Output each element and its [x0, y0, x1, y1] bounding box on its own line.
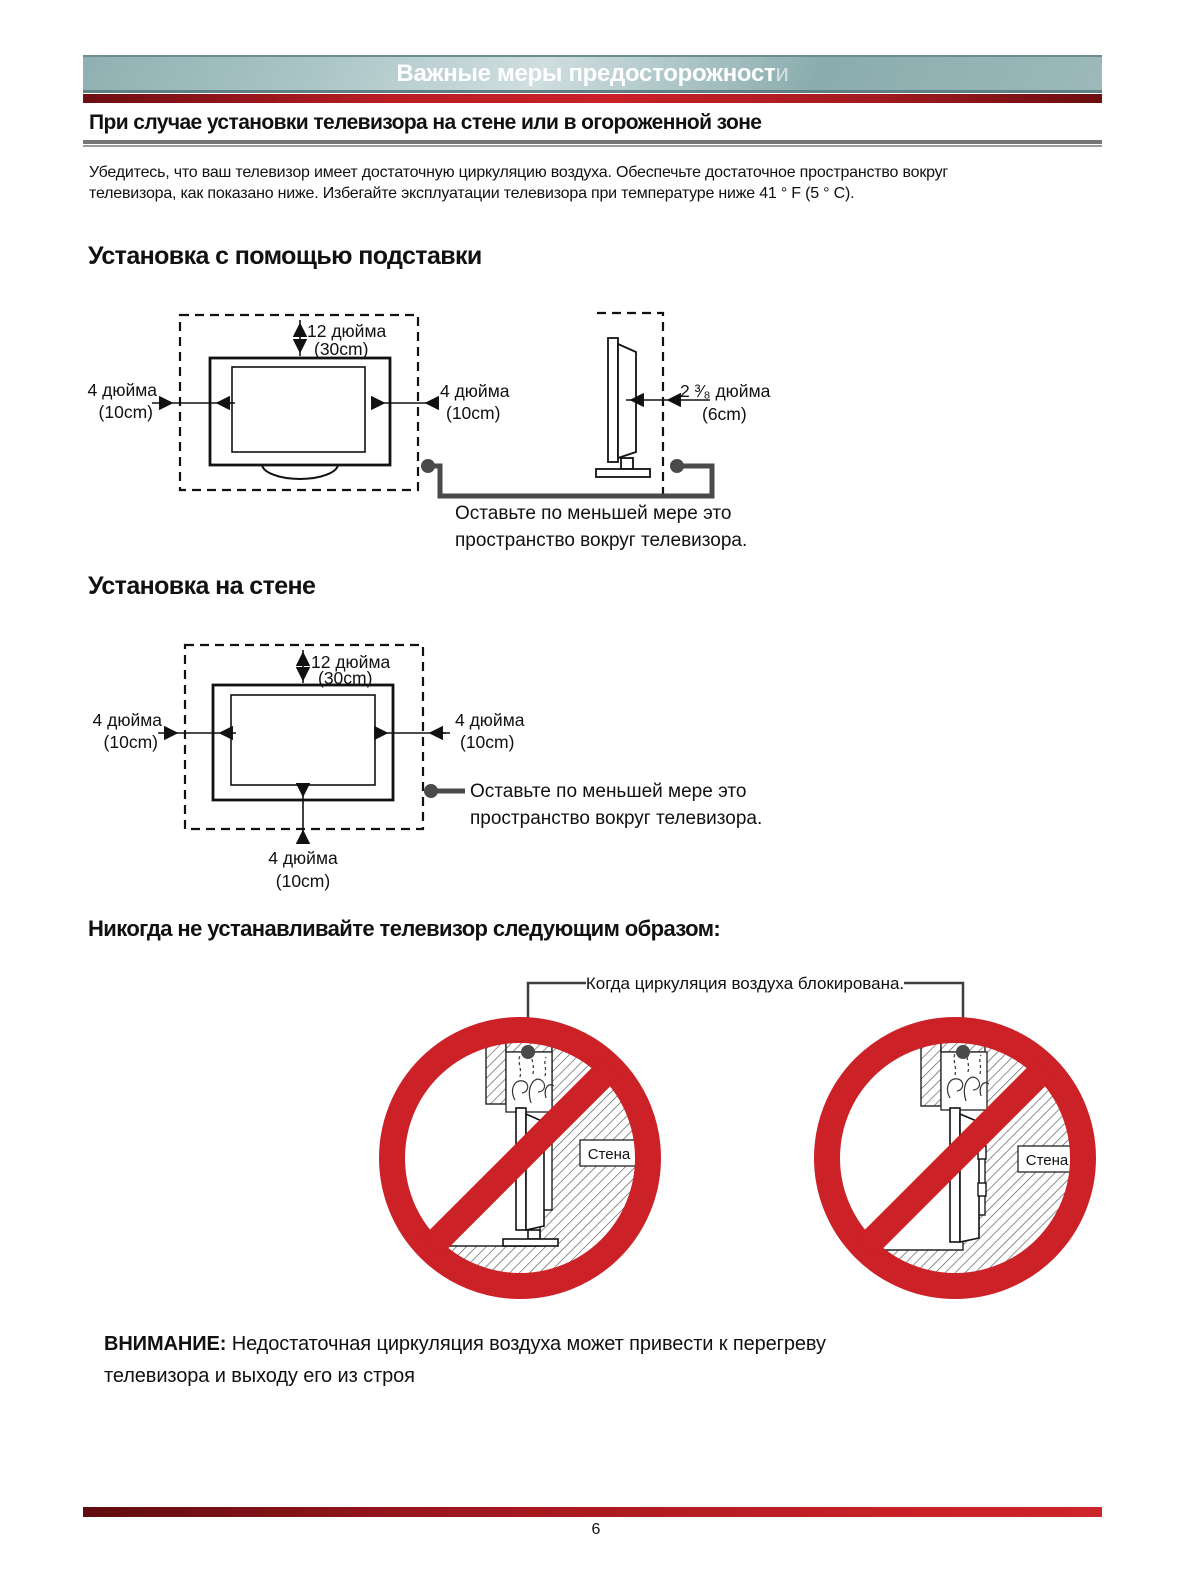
side-clearance-dashed-line [597, 311, 665, 497]
warning-note: ВНИМАНИЕ: Недостаточная циркуляция возду… [104, 1328, 1004, 1392]
side-clearance-metric: (6cm) [702, 404, 747, 424]
right-clearance-label: 4 дюйма [440, 381, 510, 401]
bottom-clearance-label: 4 дюйма [268, 848, 338, 868]
callout-dot-left [421, 459, 435, 473]
intro-line-2: телевизора, как показано ниже. Избегайте… [89, 185, 855, 202]
warning-text-1: Недостаточная циркуляция воздуха может п… [226, 1333, 826, 1355]
page-title: Важные меры предосторожности [396, 60, 788, 87]
top-clearance-metric: (30cm) [318, 668, 372, 688]
section-heading-rule [83, 140, 1102, 147]
blocked-label-dot [956, 1045, 970, 1059]
bottom-clearance-metric: (10cm) [276, 871, 330, 891]
warning-label: ВНИМАНИЕ: [104, 1333, 227, 1355]
prohibited-alcove-stand: Стена [379, 1017, 661, 1299]
stand-callout-line1: Оставьте по меньшей мере это [455, 503, 731, 524]
blocked-label-dot [521, 1045, 535, 1059]
top-clearance-label: 12 дюйма [307, 321, 386, 341]
intro-paragraph: Убедитесь, что ваш телевизор имеет доста… [89, 162, 1089, 204]
never-install-illustrations: Когда циркуляция воздуха блокирована. Ст… [379, 974, 1096, 1299]
blocked-airflow-label: Когда циркуляция воздуха блокирована. [586, 974, 904, 993]
tv-side-stand-base [595, 468, 651, 478]
stand-callout-line2: пространство вокруг телевизора. [455, 530, 747, 551]
left-clearance-label: 4 дюйма [88, 380, 158, 400]
prohibition-ring [379, 1017, 661, 1299]
tv-side-body [617, 342, 637, 460]
header-red-rule [83, 94, 1102, 103]
left-clearance-metric: (10cm) [104, 732, 158, 752]
mount-bracket-bottom [977, 1182, 987, 1197]
right-clearance-metric: (10cm) [460, 732, 514, 752]
prohibition-slash [855, 1058, 1055, 1258]
warning-line-1: ВНИМАНИЕ: Недостаточная циркуляция возду… [104, 1328, 1004, 1360]
callout-dot [424, 784, 438, 798]
wall-callout-line2: пространство вокруг телевизора. [470, 808, 762, 829]
page-header-bar: Важные меры предосторожности [83, 55, 1102, 93]
tv-stand-neck [527, 1229, 541, 1240]
tv-screen [230, 694, 376, 786]
footer-red-rule [83, 1507, 1102, 1517]
intro-line-1: Убедитесь, что ваш телевизор имеет доста… [89, 164, 949, 181]
wall-install-diagram: 12 дюйма (30cm) 4 дюйма (10cm) 4 дюйма (… [93, 643, 762, 891]
tv-side-bezel [607, 337, 619, 463]
side-clearance-label: 2 ³⁄₈ дюйма [680, 381, 771, 401]
right-clearance-metric: (10cm) [446, 403, 500, 423]
top-clearance-metric: (30cm) [314, 339, 368, 359]
wall-callout-line1: Оставьте по меньшей мере это [470, 781, 746, 802]
tv-screen [231, 366, 366, 453]
left-clearance-label: 4 дюйма [93, 710, 163, 730]
prohibition-ring [814, 1017, 1096, 1299]
stand-install-diagram: 12 дюйма (30cm) 4 дюйма (10cm) 4 дюйма (… [88, 311, 771, 551]
left-clearance-metric: (10cm) [99, 402, 153, 422]
wall-install-heading: Установка на стене [88, 572, 316, 600]
page-title-tail: и [775, 60, 789, 87]
prohibited-alcove-wallmount: Стена [814, 1017, 1096, 1299]
warning-line-2: телевизора и выходу его из строя [104, 1365, 415, 1387]
top-clearance-label: 12 дюйма [311, 652, 390, 672]
vent-shaft [505, 1051, 553, 1113]
right-clearance-label: 4 дюйма [455, 710, 525, 730]
clearance-dashed-box [183, 643, 425, 831]
wall-label: Стена [588, 1146, 631, 1163]
wall-label-box [579, 1139, 639, 1167]
wall-label: Стена [1026, 1152, 1069, 1169]
tv-side-stand-neck [620, 457, 634, 470]
tv-stand-base [502, 1238, 559, 1247]
never-install-heading: Никогда не устанавливайте телевизор след… [88, 916, 721, 941]
page-title-main: Важные меры предосторожност [396, 60, 776, 87]
stand-install-heading: Установка с помощью подставки [88, 242, 482, 270]
page-number: 6 [591, 1521, 601, 1538]
section-heading: При случае установки телевизора на стене… [89, 111, 762, 134]
callout-dot-right [670, 459, 684, 473]
prohibition-slash [420, 1058, 620, 1258]
callout-connector [428, 463, 715, 499]
